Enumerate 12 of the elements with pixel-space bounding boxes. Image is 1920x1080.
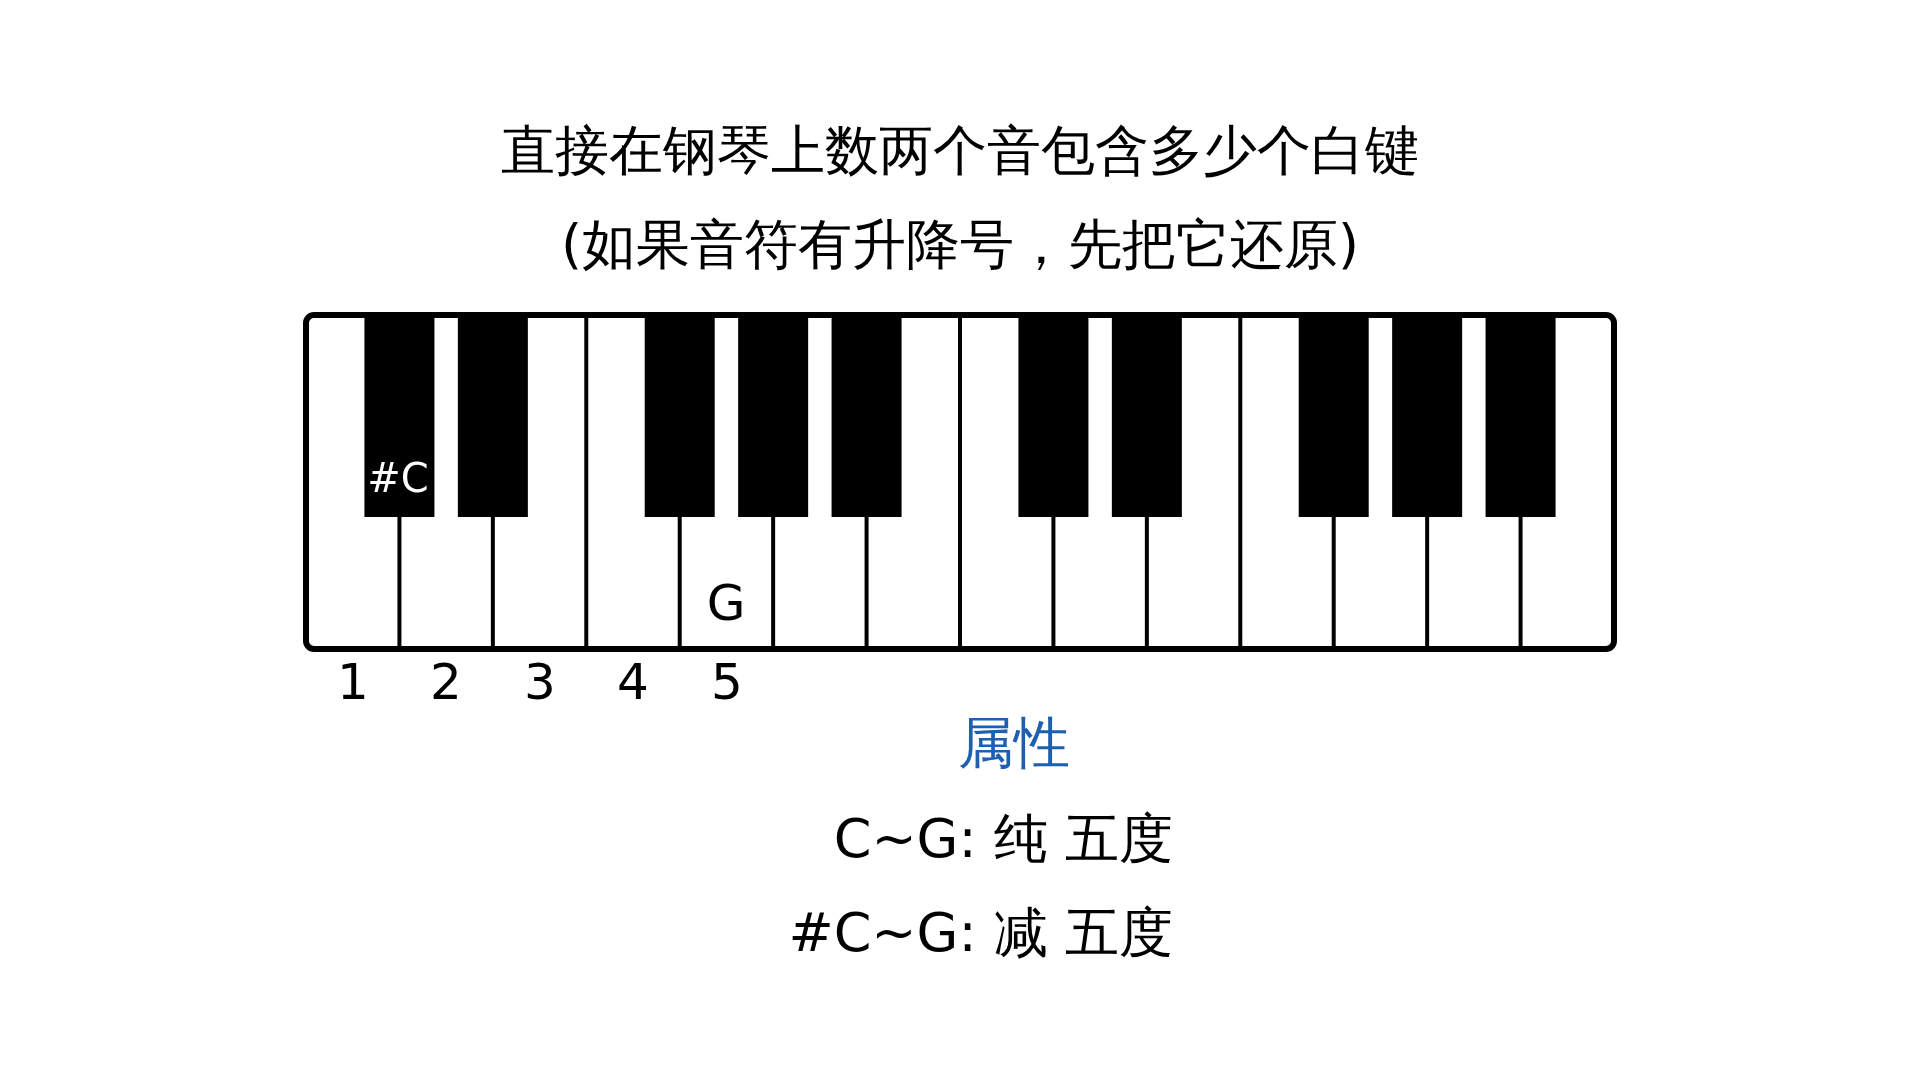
title: 直接在钢琴上数两个音包含多少个白键 [501, 119, 1419, 183]
heading: 属性 [958, 710, 1070, 776]
key-number: 4 [617, 654, 649, 712]
key-number: 1 [337, 654, 369, 712]
key-number: 3 [524, 654, 556, 712]
interval-note: #C~G: 减 五度 [788, 901, 1173, 965]
key-number: 2 [430, 654, 462, 712]
interval-note: C~G: 纯 五度 [833, 807, 1173, 871]
key-number: 5 [711, 654, 743, 712]
key-label: G [706, 575, 746, 633]
subtitle: (如果音符有升降号，先把它还原) [560, 213, 1360, 277]
key-label: #C [367, 455, 429, 501]
